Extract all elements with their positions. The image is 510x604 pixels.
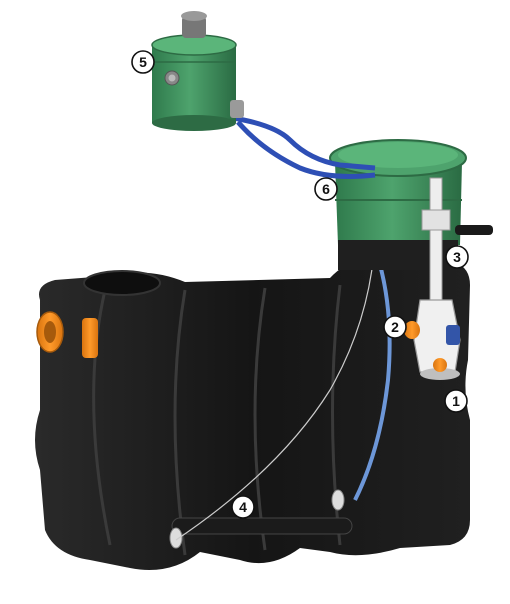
callout-3: 3 bbox=[445, 245, 469, 269]
connection-hose bbox=[232, 115, 376, 171]
callout-6: 6 bbox=[314, 177, 338, 201]
riser-shaft bbox=[329, 139, 493, 270]
filter-cap bbox=[182, 16, 206, 38]
callout-label: 6 bbox=[322, 181, 330, 197]
callout-4: 4 bbox=[231, 495, 255, 519]
suction-pipe bbox=[169, 489, 353, 549]
inlet-orange-flange bbox=[82, 318, 98, 358]
suction-hose bbox=[353, 239, 392, 501]
tank-rib bbox=[92, 289, 112, 546]
tank-rib bbox=[253, 287, 267, 551]
pump-float-orange bbox=[433, 358, 447, 372]
float-switch bbox=[404, 321, 420, 339]
callout-label: 4 bbox=[239, 499, 247, 515]
tank-rib bbox=[331, 284, 342, 546]
pump-assembly bbox=[404, 177, 461, 380]
callout-label: 5 bbox=[139, 54, 147, 70]
callout-2: 2 bbox=[383, 315, 407, 339]
callout-label: 3 bbox=[453, 249, 461, 265]
filter-body bbox=[152, 45, 236, 123]
callout-1: 1 bbox=[444, 389, 468, 413]
callout-label: 2 bbox=[391, 319, 399, 335]
tank bbox=[35, 239, 470, 570]
callout-label: 1 bbox=[452, 393, 460, 409]
tank-top-opening bbox=[83, 270, 161, 296]
callout-5: 5 bbox=[131, 50, 155, 74]
float-cable bbox=[175, 239, 376, 541]
outlet-pipe bbox=[455, 225, 493, 235]
filter-module bbox=[151, 11, 244, 131]
